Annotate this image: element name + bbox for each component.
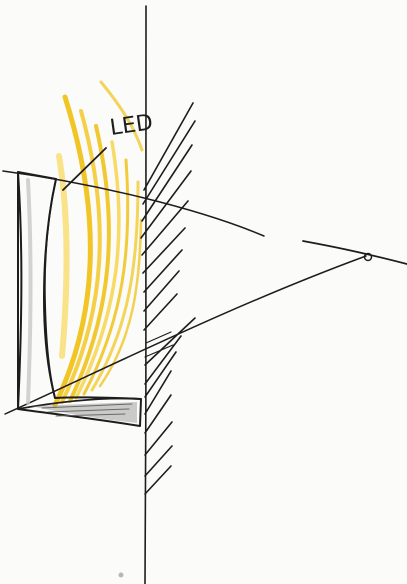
- hatch-line: [146, 332, 171, 343]
- hatch-line: [142, 145, 192, 221]
- hatch-line: [145, 318, 195, 365]
- center-vertical-line: [145, 6, 146, 584]
- hatch-line: [144, 250, 182, 292]
- panel-inner-edge: [45, 179, 56, 398]
- hatch-line: [145, 466, 171, 494]
- paper-mark: [119, 573, 124, 578]
- wall-hatching: [141, 103, 195, 494]
- hatch-line: [144, 271, 179, 311]
- upper-perspective-line: [3, 171, 264, 236]
- hatch-line: [145, 352, 176, 397]
- light-ray: [59, 156, 67, 356]
- light-ray: [55, 97, 90, 405]
- hatch-line: [144, 294, 177, 330]
- hatch-line: [143, 228, 185, 273]
- panel-left-shade: [28, 180, 31, 403]
- led-label: LED: [108, 110, 154, 141]
